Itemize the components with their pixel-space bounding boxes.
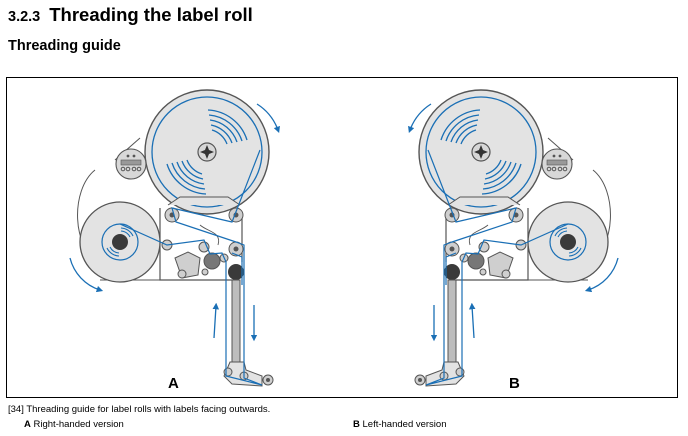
figure-frame (6, 77, 678, 398)
panel-a-label: A (168, 375, 179, 392)
legend-text: Left-handed version (362, 419, 447, 430)
caption-text: Threading guide for label rolls with lab… (26, 404, 271, 415)
section-title: Threading the label roll (49, 4, 253, 25)
figure-number: [34] (8, 404, 24, 415)
subsection-heading: Threading guide (8, 38, 121, 54)
legend-text: Right-handed version (33, 419, 124, 430)
section-heading: 3.2.3 Threading the label roll (8, 4, 253, 26)
legend-item-b: B Left-handed version (353, 419, 447, 430)
panel-b-label: B (509, 375, 520, 392)
figure-caption: [34] Threading guide for label rolls wit… (8, 404, 270, 415)
panel-b-drawing (410, 90, 618, 386)
legend-key: A (24, 419, 31, 430)
legend-key: B (353, 419, 360, 430)
legend-item-a: A Right-handed version (24, 419, 124, 430)
panel-a-drawing (70, 90, 278, 386)
section-number: 3.2.3 (8, 9, 41, 25)
